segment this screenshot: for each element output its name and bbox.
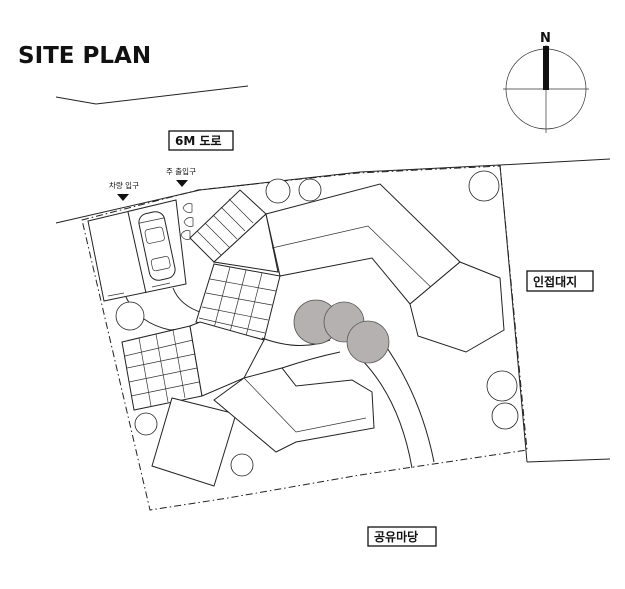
building-northeast-wing-inner-line [271,225,441,297]
title-underline [55,85,249,105]
commons-label: 공유마당 [367,526,437,547]
main-entrance-arrow [176,180,188,187]
road-label: 6M 도로 [168,130,234,151]
building-southwest-block [151,397,237,487]
vehicle-entrance-arrow [117,194,129,201]
neighbor-label-text: 인접대지 [533,274,577,289]
road-label-box [168,130,234,151]
neighbor-edge-line [526,458,611,463]
road-label-text: 6M 도로 [175,134,222,148]
small-trees [115,170,519,477]
courtyard-path-lower [281,351,341,369]
vehicle-entrance: 차량 입구 [109,181,139,201]
site-boundary [81,165,528,511]
tree-icon [115,301,145,331]
buildings [121,183,505,487]
tree-icon [486,370,518,402]
neighbor-label-box [526,270,594,292]
commons-label-box [367,526,437,547]
north-compass: N [503,31,589,133]
main-entrance-label: 주 출입구 [166,166,196,176]
parking-mark-left [107,292,125,297]
tree-icon [230,453,254,477]
drive-curve-right [172,287,204,314]
parking-outline [87,199,187,302]
commons-label-text: 공유마당 [374,529,418,544]
courtyard-trees [293,299,390,364]
tree-icon [491,402,519,430]
road-edge-line [55,158,611,224]
walkway-curve-inner [361,359,413,469]
building-south-wing-inner-line [243,377,367,433]
tree-icon [298,178,322,202]
stepping-stones [180,203,194,240]
page-title: SITE PLAN [18,43,151,69]
vehicle-entrance-label: 차량 입구 [109,181,139,190]
compass-needle [543,46,549,90]
building-south-wing [213,367,375,453]
tree-icon [265,178,291,204]
parking-divider [127,211,147,294]
main-entrance: 주 출입구 [166,166,196,187]
parking-mark-right [151,282,171,288]
tree-icon [468,170,500,202]
tree-icon [134,412,158,436]
building-connector [212,213,279,273]
car-icon [138,211,176,281]
building-hexagon-pavilion [409,261,505,353]
walkway-curve-outer [379,337,435,463]
neighbor-boundary-line [499,164,528,463]
parking-area [87,199,187,302]
neighbor-label: 인접대지 [526,270,594,292]
building-hub [189,321,265,397]
compass-north-letter: N [540,31,551,46]
gray-tree-3 [346,320,390,364]
